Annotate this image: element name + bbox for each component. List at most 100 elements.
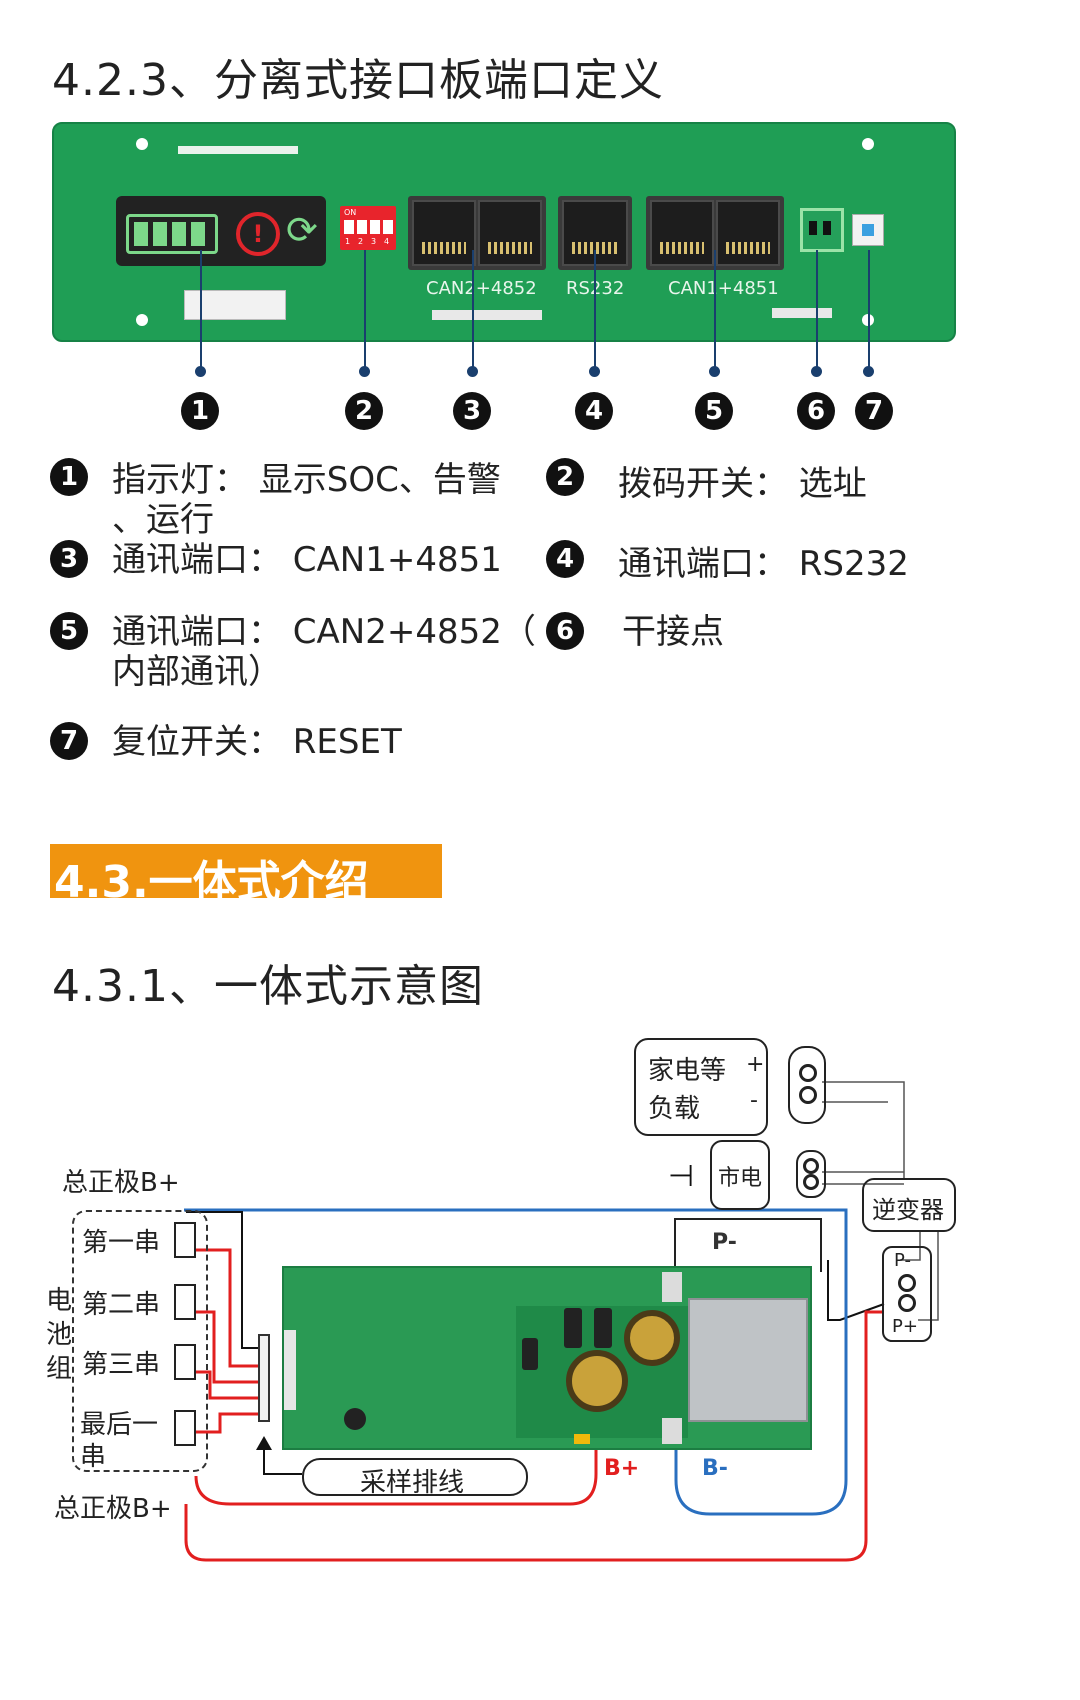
legend-item-3: 通讯端口： CAN1+4851 [112,540,502,580]
wire-pminus [827,1260,885,1321]
pointer-dot [467,366,478,377]
legend-item-1: 指示灯： 显示SOC、告警 、运行 [112,460,501,540]
pointer-number: 6 [797,392,835,430]
rj45-port[interactable] [412,200,476,266]
reset-button[interactable] [852,214,884,246]
section-title-423: 4.2.3、分离式接口板端口定义 [52,55,664,106]
pointer-number: 1 [181,392,219,430]
legend-item-6: 干接点 [622,612,724,652]
pointer-line [594,250,596,370]
legend-text: 通讯端口： CAN2+4852（ [112,612,536,652]
mains-box: 市电 [710,1140,770,1210]
wire-inverter-pminus [900,1230,921,1261]
legend-item-2: 拨码开关： 选址 [618,464,867,504]
interface-board-image: ! ⟳ ON 1 2 3 4 CAN2+4852 RS232 CAN1+4851 [52,122,956,342]
rj45-port[interactable] [478,200,542,266]
wire-bplus [194,1438,598,1506]
load-box: 家电等 负载 + - [634,1038,768,1136]
alarm-icon: ! [236,212,280,256]
fuse [574,1434,590,1444]
port-label-can1: CAN1+4851 [668,278,779,299]
pointer-dot [359,366,370,377]
inverter-box: 逆变器 [862,1178,956,1232]
battery-soc-icon [126,214,218,254]
pointer-line [714,250,716,370]
plug-icon: ⊣ [668,1159,695,1194]
capacitor [594,1308,612,1348]
inductor-toroid [566,1350,628,1412]
battery-cell-icon [174,1344,196,1380]
legend-text: 内部通讯） [112,652,282,692]
pack-label-char: 组 [46,1354,73,1384]
sampling-lead [196,1248,258,1368]
legend-number: 4 [546,540,584,578]
sampling-arrow-line [263,1450,302,1475]
pointer-line [868,250,870,370]
mount-hole [862,138,874,150]
battery-pack-box [72,1210,208,1472]
rj45-port[interactable] [716,200,780,266]
pminus-label: P- [712,1230,737,1255]
battery-cell-icon [174,1410,196,1446]
pack-label-char: 池 [46,1320,73,1350]
battery-cell-icon [174,1222,196,1258]
dry-contact-terminal[interactable] [800,208,844,252]
series-label: 最后一 [80,1410,159,1440]
dip-number: 1 [345,237,351,246]
dip-number: 3 [371,237,377,246]
sampling-lead [196,1412,258,1434]
legend-item-4: 通讯端口： RS232 [618,544,909,584]
inverter-label: 逆变器 [872,1196,944,1224]
pointer-number: 5 [695,392,733,430]
legend-number: 5 [50,612,88,650]
can2-port-group[interactable] [408,196,546,270]
terminal-pminus-label: P- [894,1250,911,1271]
rs232-port-group[interactable] [558,196,632,270]
sampling-lead [186,1211,258,1349]
load-label: 负载 [648,1094,701,1124]
legend-number: 3 [50,540,88,578]
load-plus: + [746,1052,765,1077]
pointer-dot [709,366,720,377]
small-connector [432,310,542,320]
pminus-box: P- [674,1218,822,1272]
capacitor [522,1338,538,1370]
wire-load-inverter [822,1081,905,1178]
wire-pplus [184,1310,884,1562]
socket-icon [788,1046,826,1124]
sampling-label: 采样排线 [360,1468,465,1498]
dip-on-label: ON [344,208,357,217]
legend-number: 6 [546,612,584,650]
sampling-lead [196,1310,258,1384]
pointer-number: 3 [453,392,491,430]
pointer-dot [589,366,600,377]
wire-bminus [184,1208,848,1516]
rj45-port[interactable] [650,200,714,266]
pointer-dot [863,366,874,377]
sampling-header [284,1330,296,1410]
section-title-43: 4.3.一体式介绍 [54,857,369,908]
mains-label: 市电 [718,1166,763,1191]
pointer-dot [811,366,822,377]
sampling-connector [258,1334,270,1422]
inductor-toroid [624,1310,680,1366]
pointer-line [472,250,474,370]
mount-hole [136,314,148,326]
indicator-module: ! ⟳ [116,196,326,266]
bms-board-image [282,1266,812,1450]
legend-item-5: 通讯端口： CAN2+4852（ 内部通讯） [112,612,536,692]
pointer-number: 4 [575,392,613,430]
bplus-label: B+ [604,1456,640,1481]
port-label-can2: CAN2+4852 [426,278,537,299]
sampling-lead [196,1370,258,1400]
sampling-cable-box: 采样排线 [302,1458,528,1498]
capacitor [564,1308,582,1348]
terminal-lug [662,1418,682,1444]
battery-cell-icon [174,1284,196,1320]
pointer-line [200,250,202,370]
dip-switch[interactable]: ON 1 2 3 4 [340,206,396,250]
can1-port-group[interactable] [646,196,784,270]
total-positive-bottom-label: 总正极B+ [54,1494,172,1524]
dip-number: 4 [384,237,390,246]
inverter-terminal: P- P+ [882,1246,932,1342]
